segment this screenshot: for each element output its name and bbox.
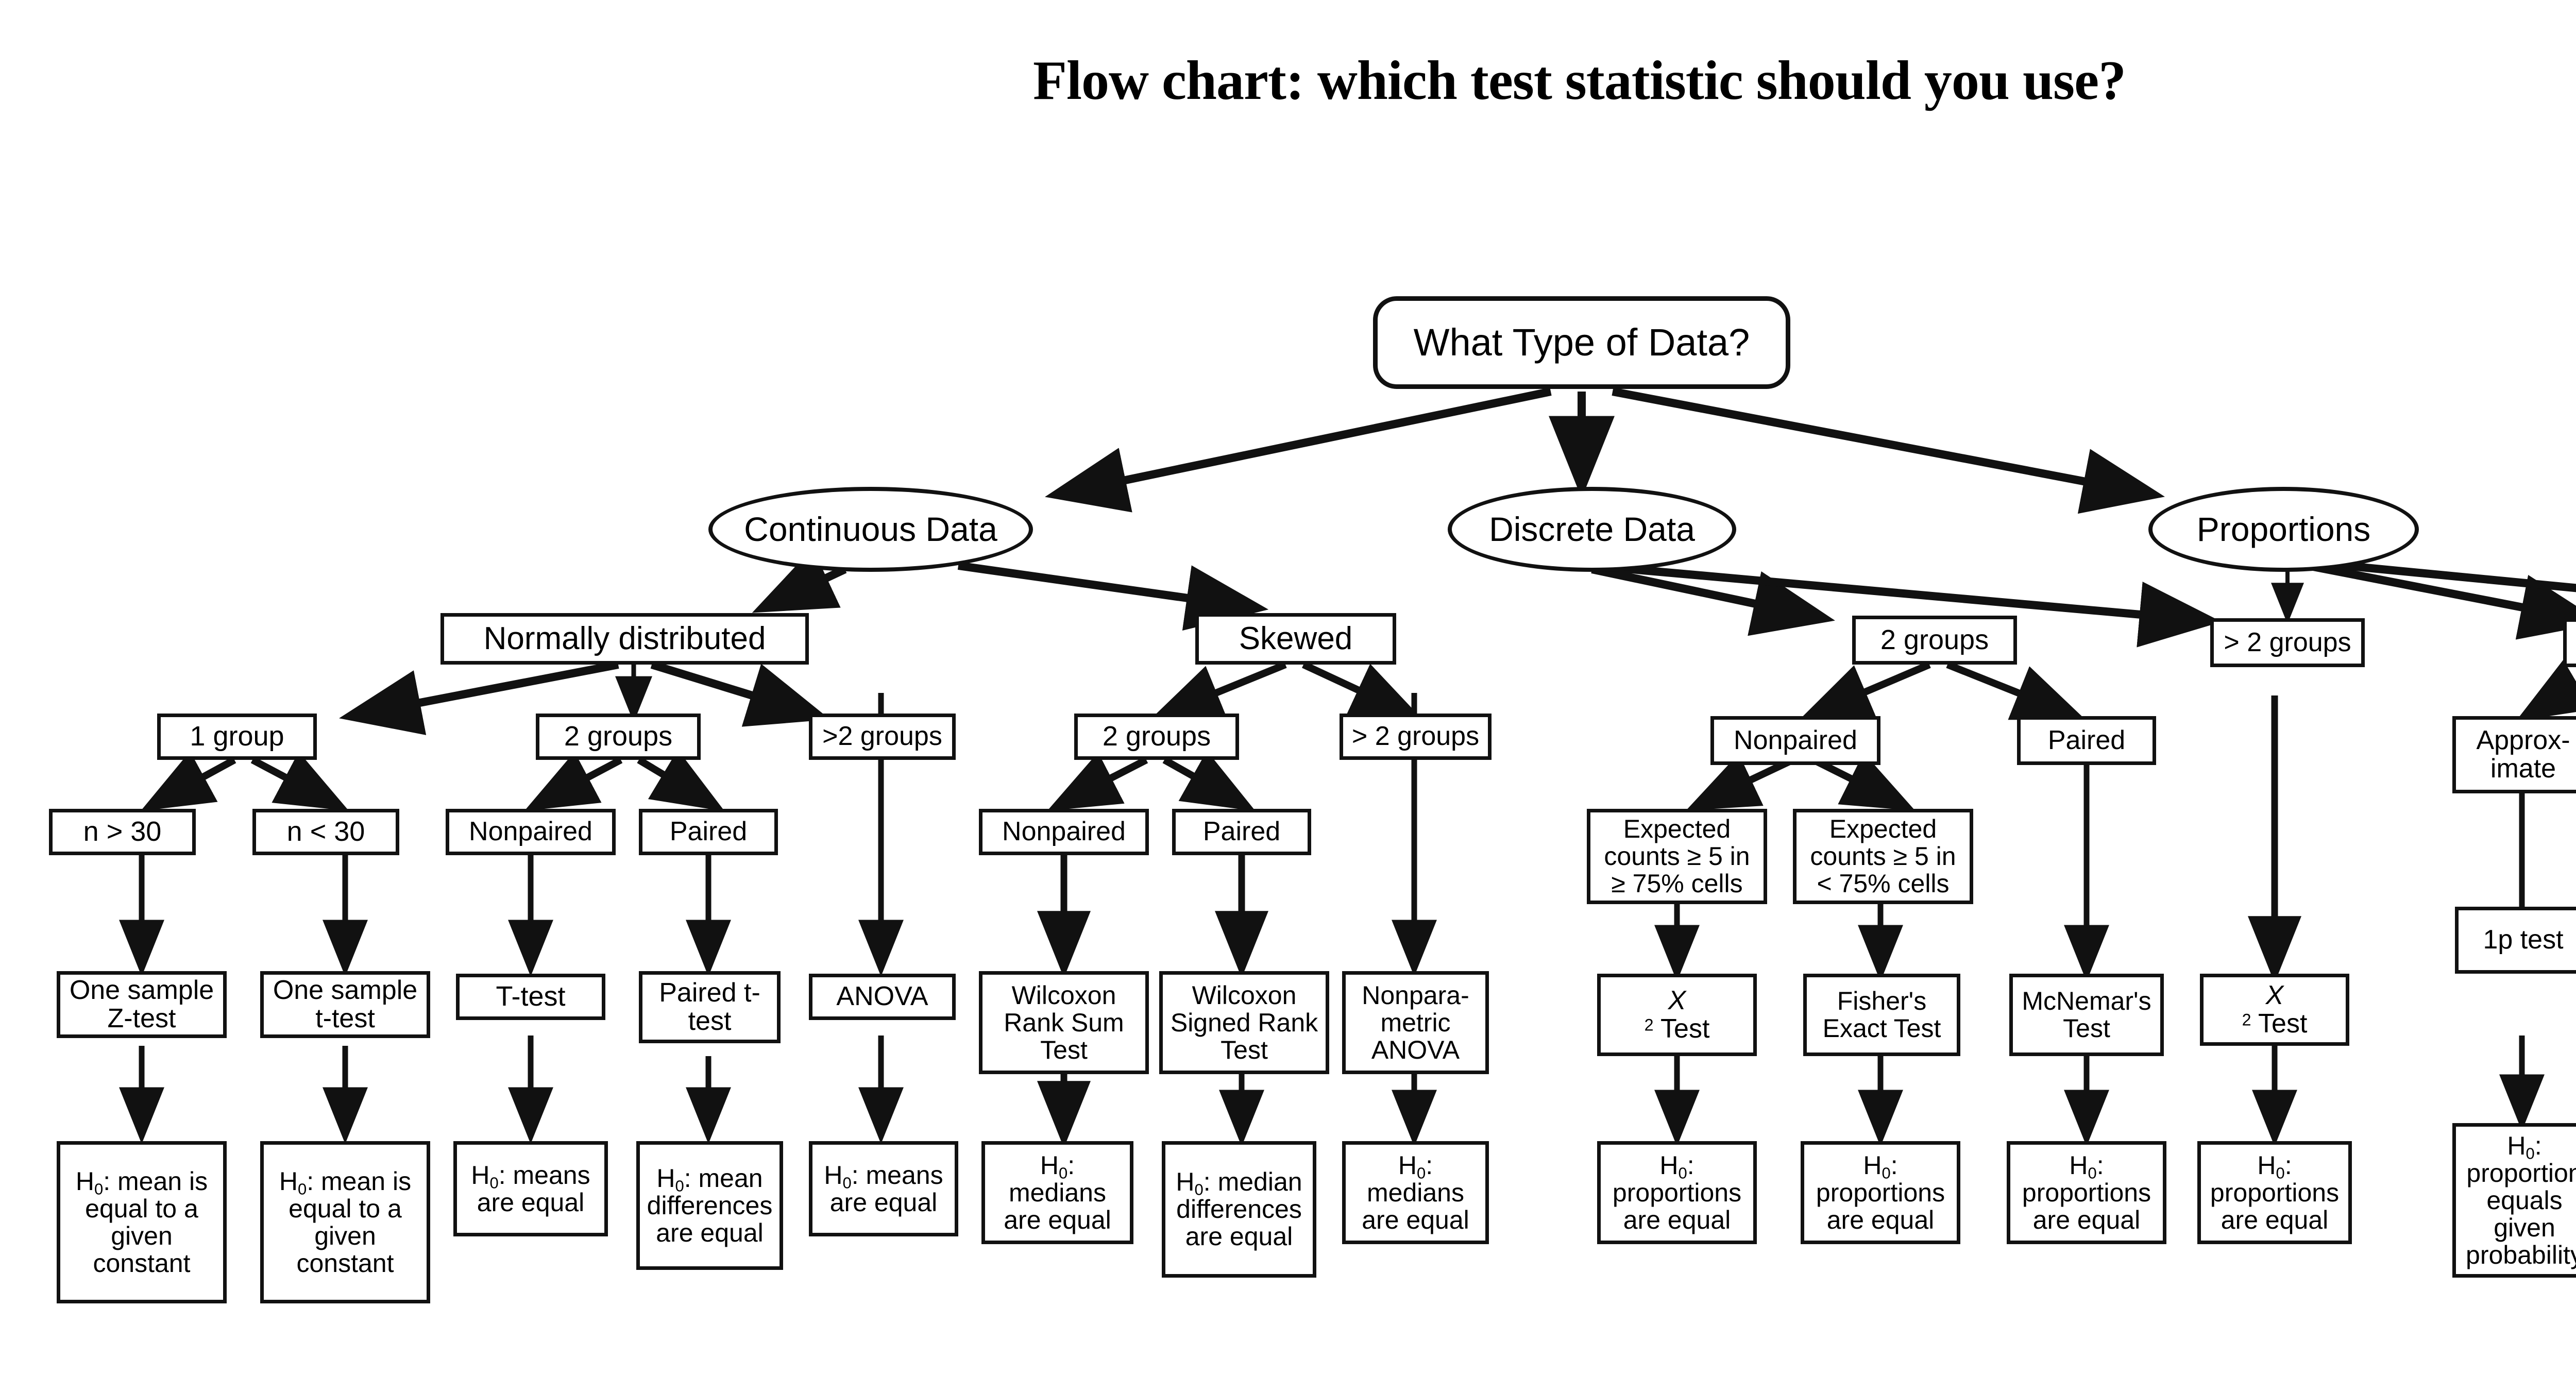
node-normally-distributed[interactable]: Normally distributed	[440, 613, 809, 665]
node-h0-median-differences-equal: H0: median differences are equal	[1162, 1141, 1316, 1278]
node-h0-medians-equal-npanova: H0: medians are equal	[1342, 1141, 1489, 1244]
node-dd-gt2-groups[interactable]: > 2 groups	[2210, 618, 2365, 667]
node-1p-test[interactable]: 1p test	[2455, 907, 2576, 974]
node-h0-proportions-equal-fisher: H0: proportions are equal	[1801, 1141, 1960, 1244]
node-dd-paired[interactable]: Paired	[2017, 716, 2156, 765]
node-h0-means-equal-anova: H0: means are equal	[809, 1141, 958, 1236]
node-n-less-30[interactable]: n < 30	[252, 809, 399, 855]
node-wilcoxon-rank-sum-test[interactable]: Wilcoxon Rank Sum Test	[979, 971, 1149, 1074]
node-nd-nonpaired[interactable]: Nonpaired	[446, 809, 616, 855]
node-nd-2-groups[interactable]: 2 groups	[536, 714, 701, 760]
node-sk-paired[interactable]: Paired	[1172, 809, 1311, 855]
node-continuous-data[interactable]: Continuous Data	[708, 487, 1033, 572]
node-t-test[interactable]: T-test	[456, 974, 605, 1020]
node-h0-mean-differences-equal: H0: mean differences are equal	[636, 1141, 783, 1270]
node-root[interactable]: What Type of Data?	[1373, 296, 1790, 389]
node-h0-means-equal-ttest: H0: means are equal	[453, 1141, 608, 1236]
node-expected-counts-ge-75[interactable]: Expected counts ≥ 5 in ≥ 75% cells	[1587, 809, 1767, 904]
page-title: Flow chart: which test statistic should …	[1032, 50, 2126, 111]
node-discrete-data[interactable]: Discrete Data	[1448, 487, 1736, 572]
node-h0-mean-constant-t: H0: mean is equal to a given constant	[260, 1141, 430, 1303]
node-sk-2-groups[interactable]: 2 groups	[1074, 714, 1239, 760]
node-h0-proportions-equal-chi-b: H0: proportions are equal	[2197, 1141, 2352, 1244]
node-expected-counts-lt-75[interactable]: Expected counts ≥ 5 in < 75% cells	[1793, 809, 1973, 904]
node-h0-proportion-given-prob-1p: H0: proportion equals given probability	[2452, 1123, 2576, 1278]
node-paired-t-test[interactable]: Paired t-test	[639, 971, 781, 1043]
node-proportions[interactable]: Proportions	[2148, 487, 2419, 572]
node-sk-nonpaired[interactable]: Nonpaired	[979, 809, 1149, 855]
node-skewed[interactable]: Skewed	[1195, 613, 1396, 665]
node-anova[interactable]: ANOVA	[809, 974, 956, 1020]
node-approximate[interactable]: Approx-imate	[2452, 716, 2576, 793]
node-nd-paired[interactable]: Paired	[639, 809, 778, 855]
node-one-sample-z-test[interactable]: One sample Z-test	[57, 971, 227, 1038]
node-pr-1-group[interactable]: 1 group	[2563, 618, 2576, 667]
node-nd-gt2-groups[interactable]: >2 groups	[809, 714, 956, 760]
node-one-sample-t-test[interactable]: One sample t-test	[260, 971, 430, 1038]
node-n-greater-30[interactable]: n > 30	[49, 809, 196, 855]
node-dd-2-groups[interactable]: 2 groups	[1852, 616, 2017, 665]
node-nd-1-group[interactable]: 1 group	[157, 714, 317, 760]
node-fishers-exact-test[interactable]: Fisher's Exact Test	[1803, 974, 1960, 1056]
node-h0-mean-constant-z: H0: mean is equal to a given constant	[57, 1141, 227, 1303]
node-h0-medians-equal-wrs: H0: medians are equal	[981, 1141, 1133, 1244]
node-dd-nonpaired[interactable]: Nonpaired	[1710, 716, 1880, 765]
node-h0-proportions-equal-mcnemar: H0: proportions are equal	[2007, 1141, 2166, 1244]
node-wilcoxon-signed-rank-test[interactable]: Wilcoxon Signed Rank Test	[1159, 971, 1329, 1074]
node-sk-gt2-groups[interactable]: > 2 groups	[1340, 714, 1492, 760]
node-h0-proportions-equal-chi-a: H0: proportions are equal	[1597, 1141, 1757, 1244]
node-mcnemars-test[interactable]: McNemar's Test	[2009, 974, 2164, 1056]
